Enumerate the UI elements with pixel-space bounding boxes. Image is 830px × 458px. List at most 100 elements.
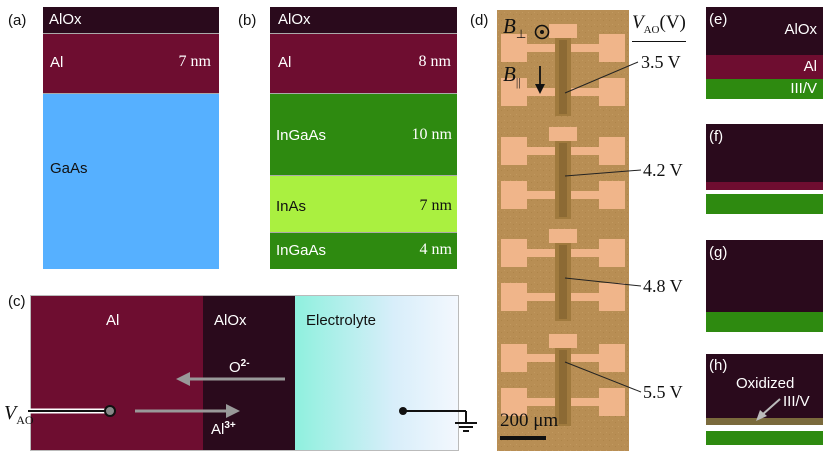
panel-b-ingaas-top-thickness: 10 nm	[411, 126, 452, 143]
panel-g-iiiv-layer	[706, 312, 823, 332]
contact-funnel	[549, 229, 577, 243]
panel-f-alox-layer: (f)	[706, 124, 823, 182]
panel-h-gap	[706, 425, 823, 431]
panel-h-oxidized-layer	[706, 418, 823, 425]
field-in-plane-arrow-icon	[535, 66, 545, 94]
mesa-channel	[559, 245, 567, 319]
device-blocks	[501, 24, 625, 426]
panel-a-label: (a)	[8, 12, 27, 29]
panel-a-al-label: Al	[50, 54, 64, 71]
panel-b-inas-thickness: 7 nm	[419, 197, 452, 214]
panel-e-stack: (e) AlOx Al III/V	[706, 7, 823, 99]
contact-pad	[599, 239, 625, 267]
device-pattern	[497, 10, 629, 451]
panel-f-iiiv-layer	[706, 194, 823, 214]
contact-lead	[527, 354, 555, 362]
contact-pad	[501, 239, 527, 267]
contact-pad	[599, 181, 625, 209]
contact-pad	[599, 344, 625, 372]
left-electrode-terminal	[104, 405, 116, 417]
mesa-channel	[559, 350, 567, 424]
panel-g-alox-layer: (g)	[706, 240, 823, 312]
panel-b-al-thickness: 8 nm	[418, 53, 451, 70]
contact-pad	[599, 78, 625, 106]
leader-line-3	[564, 277, 642, 287]
panel-a-gaas-layer: GaAs	[43, 94, 219, 269]
contact-lead	[527, 293, 555, 301]
mesa-channel	[559, 143, 567, 217]
panel-a-al-layer: Al 7 nm	[43, 34, 219, 94]
contact-pad	[599, 283, 625, 311]
contact-pad	[599, 137, 625, 165]
contact-lead	[571, 293, 599, 301]
panel-e-al-label: Al	[803, 58, 817, 75]
contact-pad	[501, 34, 527, 62]
contact-lead	[571, 398, 599, 406]
panel-c-label: (c)	[8, 293, 26, 310]
panel-g-label: (g)	[709, 244, 728, 261]
voltage-label-4: 5.5 V	[643, 382, 683, 402]
contact-pad	[599, 34, 625, 62]
contact-lead	[527, 398, 555, 406]
oxygen-ion-label: O2-	[229, 358, 250, 376]
oxidized-arrow	[756, 398, 781, 421]
panel-b-al-label: Al	[278, 54, 292, 71]
contact-funnel	[549, 127, 577, 141]
contact-lead	[571, 88, 599, 96]
panel-b-al-layer: Al 8 nm	[270, 34, 457, 94]
panel-b-alox-layer: AlOx	[270, 7, 457, 34]
panel-b-label: (b)	[238, 12, 257, 29]
contact-pad	[501, 283, 527, 311]
contact-lead	[571, 354, 599, 362]
panel-e-label: (e)	[709, 11, 728, 28]
contact-pad	[599, 388, 625, 416]
panel-b-inas-label: InAs	[276, 198, 307, 215]
panel-b-stack: AlOx Al 8 nm InGaAs 10 nm InAs 7 nm InGa…	[270, 7, 457, 269]
chip-micrograph	[497, 10, 629, 451]
panel-f-label: (f)	[709, 128, 724, 145]
contact-lead	[571, 44, 599, 52]
contact-lead	[571, 249, 599, 257]
field-out-of-plane-icon	[534, 24, 550, 40]
contact-funnel	[549, 24, 577, 38]
panel-c-electrolyte-region: Electrolyte	[295, 296, 458, 450]
panel-c-alox-region: AlOx	[203, 296, 295, 450]
panel-b-ingaas-bottom-label: InGaAs	[276, 242, 327, 259]
contact-lead	[527, 191, 555, 199]
contact-lead	[527, 44, 555, 52]
leader-line-1	[564, 61, 639, 94]
panel-g-stack: (g)	[706, 240, 823, 332]
mesa-channel	[559, 40, 567, 114]
panel-e-iiiv-layer: III/V	[706, 79, 823, 99]
panel-b-ingaas-bottom-thickness: 4 nm	[419, 241, 452, 258]
voltage-label-1: 3.5 V	[641, 52, 681, 72]
contact-lead	[571, 147, 599, 155]
panel-f-gap	[706, 190, 823, 194]
contact-funnel	[549, 334, 577, 348]
panel-e-iiiv-label: III/V	[790, 80, 817, 97]
voltage-label: VAO	[4, 402, 34, 427]
contact-lead	[571, 191, 599, 199]
contact-pad	[501, 344, 527, 372]
panel-d-label: (d)	[470, 12, 489, 29]
panel-b-alox-label: AlOx	[278, 11, 311, 28]
b-parallel-label: B||	[503, 62, 521, 90]
panel-h-label: (h)	[709, 357, 728, 374]
panel-h-stack: (h) Oxidized III/V	[706, 354, 823, 445]
scale-bar	[500, 436, 546, 440]
oxygen-arrow-head	[176, 372, 190, 386]
contact-pad	[501, 181, 527, 209]
voltage-label-3: 4.8 V	[643, 276, 683, 296]
contact-lead	[527, 147, 555, 155]
panel-b-inas-layer: InAs 7 nm	[270, 176, 457, 233]
panel-a-alox-layer: AlOx	[43, 7, 219, 34]
panel-a-alox-label: AlOx	[49, 11, 82, 28]
voltage-label-2: 4.2 V	[643, 160, 683, 180]
contact-lead	[527, 249, 555, 257]
voltage-leaders	[564, 61, 642, 393]
panel-b-ingaas-bottom-layer: InGaAs 4 nm	[270, 233, 457, 269]
leader-line-2	[564, 169, 642, 177]
scale-bar-label: 200 μm	[500, 410, 559, 431]
panel-h-oxidized-label: Oxidized	[736, 375, 795, 392]
panel-f-al-layer	[706, 182, 823, 190]
